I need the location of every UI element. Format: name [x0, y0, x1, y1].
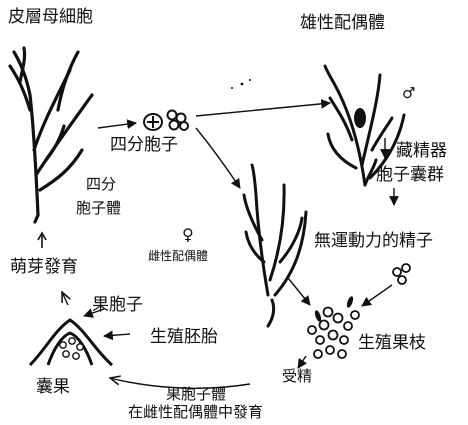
label-reproductive-embryo: 生殖胚胎: [150, 328, 218, 347]
tetraspore-cluster: [144, 111, 188, 131]
label-carpogonial-branch: 生殖果枝: [358, 334, 426, 353]
female-symbol: ♀: [182, 226, 194, 244]
tetrasporophyte-plant: [10, 48, 92, 222]
female-gametophyte-plant: [244, 165, 306, 326]
label-spermatia-cluster: 胞子囊群: [376, 166, 444, 185]
label-tetrasporophyte-line2: 胞子體: [76, 200, 121, 217]
label-tetrasporophyte-line1: 四分: [86, 176, 116, 193]
male-spore-sac: [354, 108, 366, 128]
male-symbol: ♂: [402, 85, 415, 102]
label-tetraspore: 四分胞子: [110, 136, 178, 155]
label-cystocarp: 囊果: [36, 378, 70, 397]
label-female-gametophyte: 雌性配偶體: [148, 250, 208, 263]
label-male-gametophyte: 雄性配偶體: [300, 14, 385, 33]
label-spermatangia: 藏精器: [396, 142, 447, 161]
label-carposporophyte: 果胞子體: [166, 386, 226, 403]
label-carpospore: 果胞子: [92, 296, 143, 315]
spermatia-cluster: [393, 264, 410, 284]
label-develops-in-female: 在雌性配偶體中發育: [128, 404, 263, 421]
label-fertilization: 受精: [282, 368, 312, 385]
label-tetrasporophyte-title: 皮層母細胞: [8, 8, 93, 27]
label-germination: 萌芽發育: [10, 258, 78, 277]
specks: [231, 79, 251, 89]
holdfast-sprout: [38, 233, 46, 248]
label-nonmotile-sperm: 無運動力的精子: [314, 232, 433, 251]
